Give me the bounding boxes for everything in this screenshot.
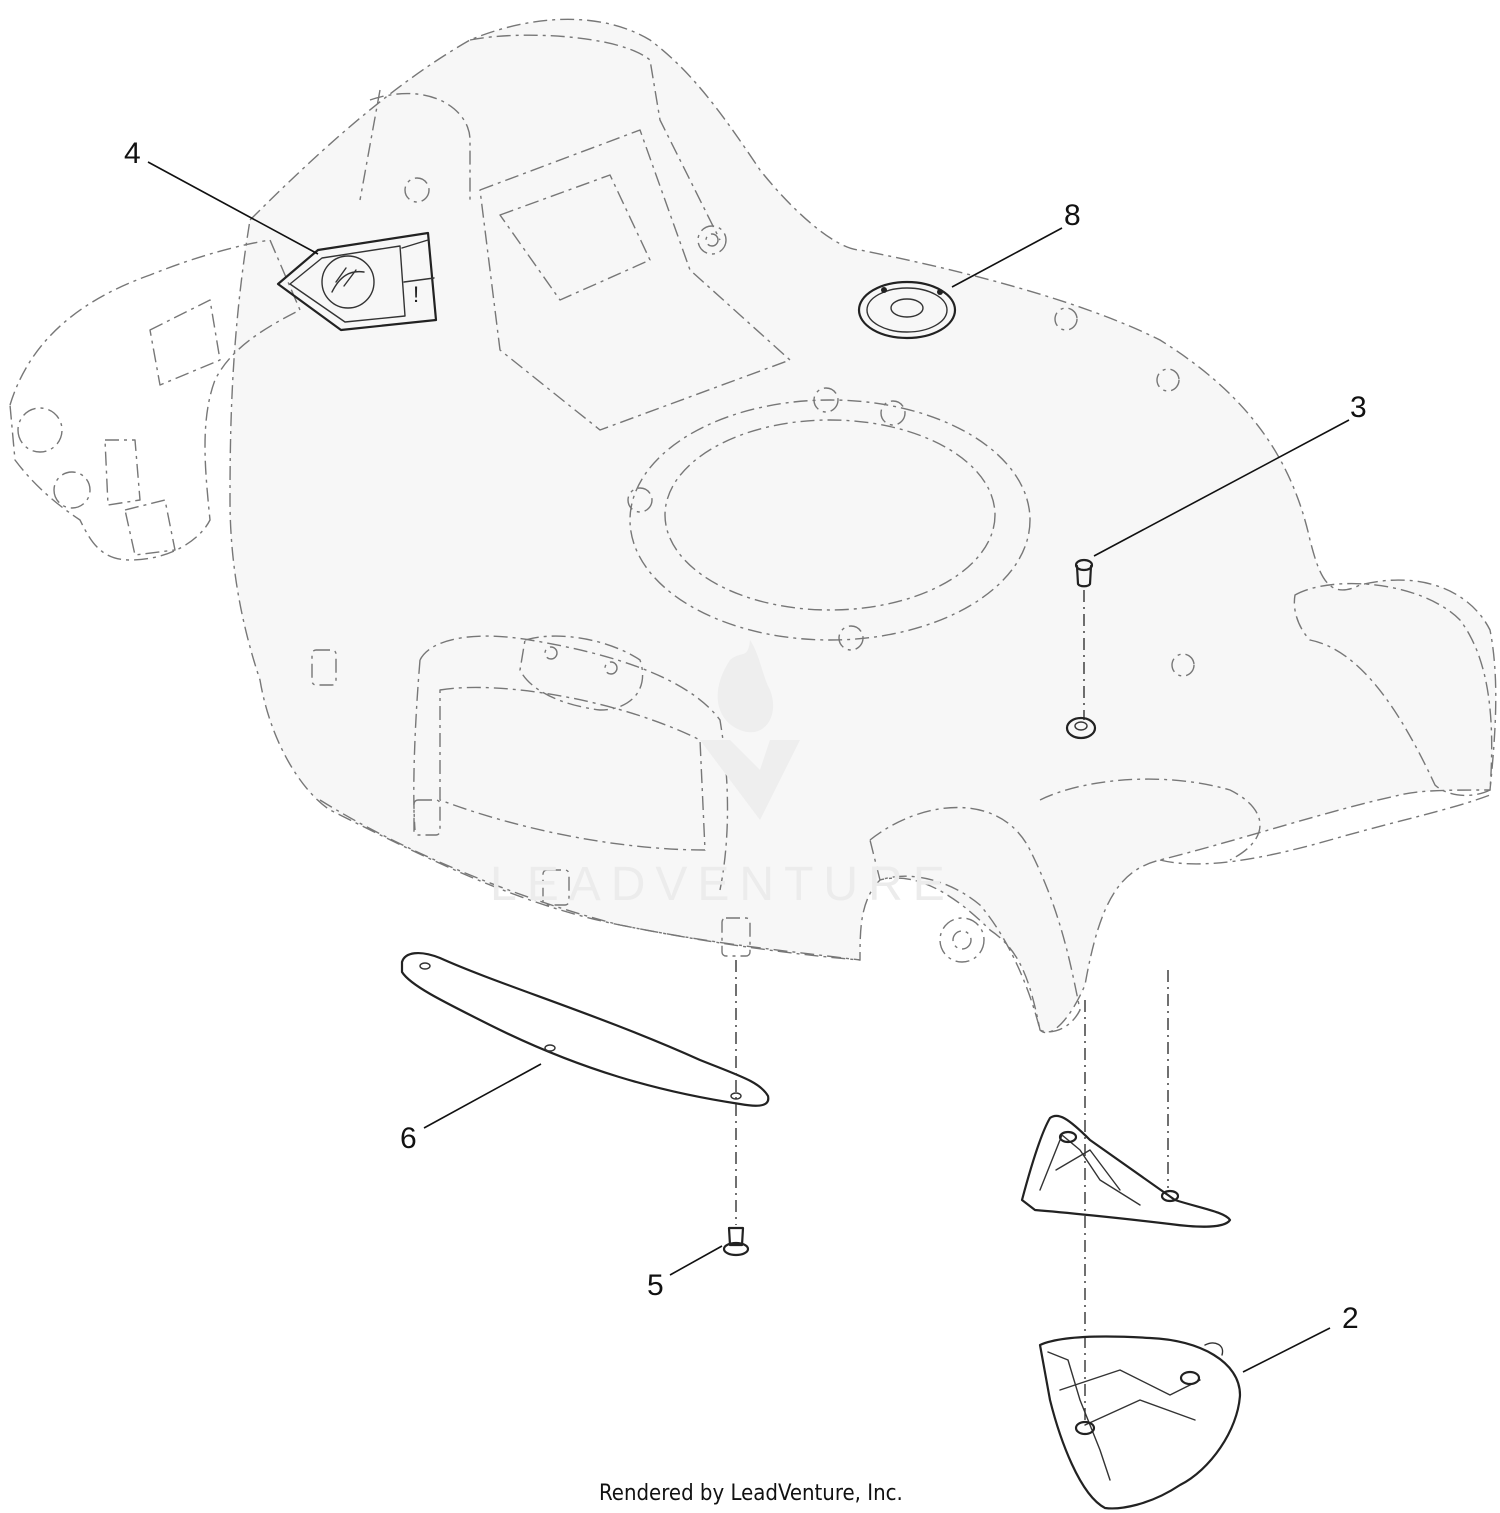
callout-5: 5 bbox=[647, 1269, 664, 1302]
callout-8: 8 bbox=[1064, 199, 1081, 232]
watermark-text: LEADVENTURE bbox=[490, 858, 955, 911]
screw-upper bbox=[1065, 558, 1097, 740]
hub-plug bbox=[857, 280, 957, 340]
mulch-insert-upper bbox=[1020, 970, 1232, 1420]
callouts: 4 8 3 6 5 2 bbox=[124, 137, 1367, 1335]
mulch-plug bbox=[1038, 1335, 1242, 1510]
warning-decal: ! bbox=[276, 231, 438, 332]
baffle-strip bbox=[400, 952, 770, 1225]
callout-4: 4 bbox=[124, 137, 141, 170]
footer-credit: Rendered by LeadVenture, Inc. bbox=[599, 1481, 903, 1506]
leader-lines bbox=[147, 161, 1350, 1373]
callout-6: 6 bbox=[400, 1122, 417, 1155]
callout-3: 3 bbox=[1350, 391, 1367, 424]
callout-2: 2 bbox=[1342, 1302, 1359, 1335]
screw-lower bbox=[722, 1226, 750, 1257]
watermark: LEADVENTURE bbox=[490, 640, 955, 911]
mower-deck-housing bbox=[9, 18, 1497, 1034]
decal-mark: ! bbox=[413, 282, 419, 307]
